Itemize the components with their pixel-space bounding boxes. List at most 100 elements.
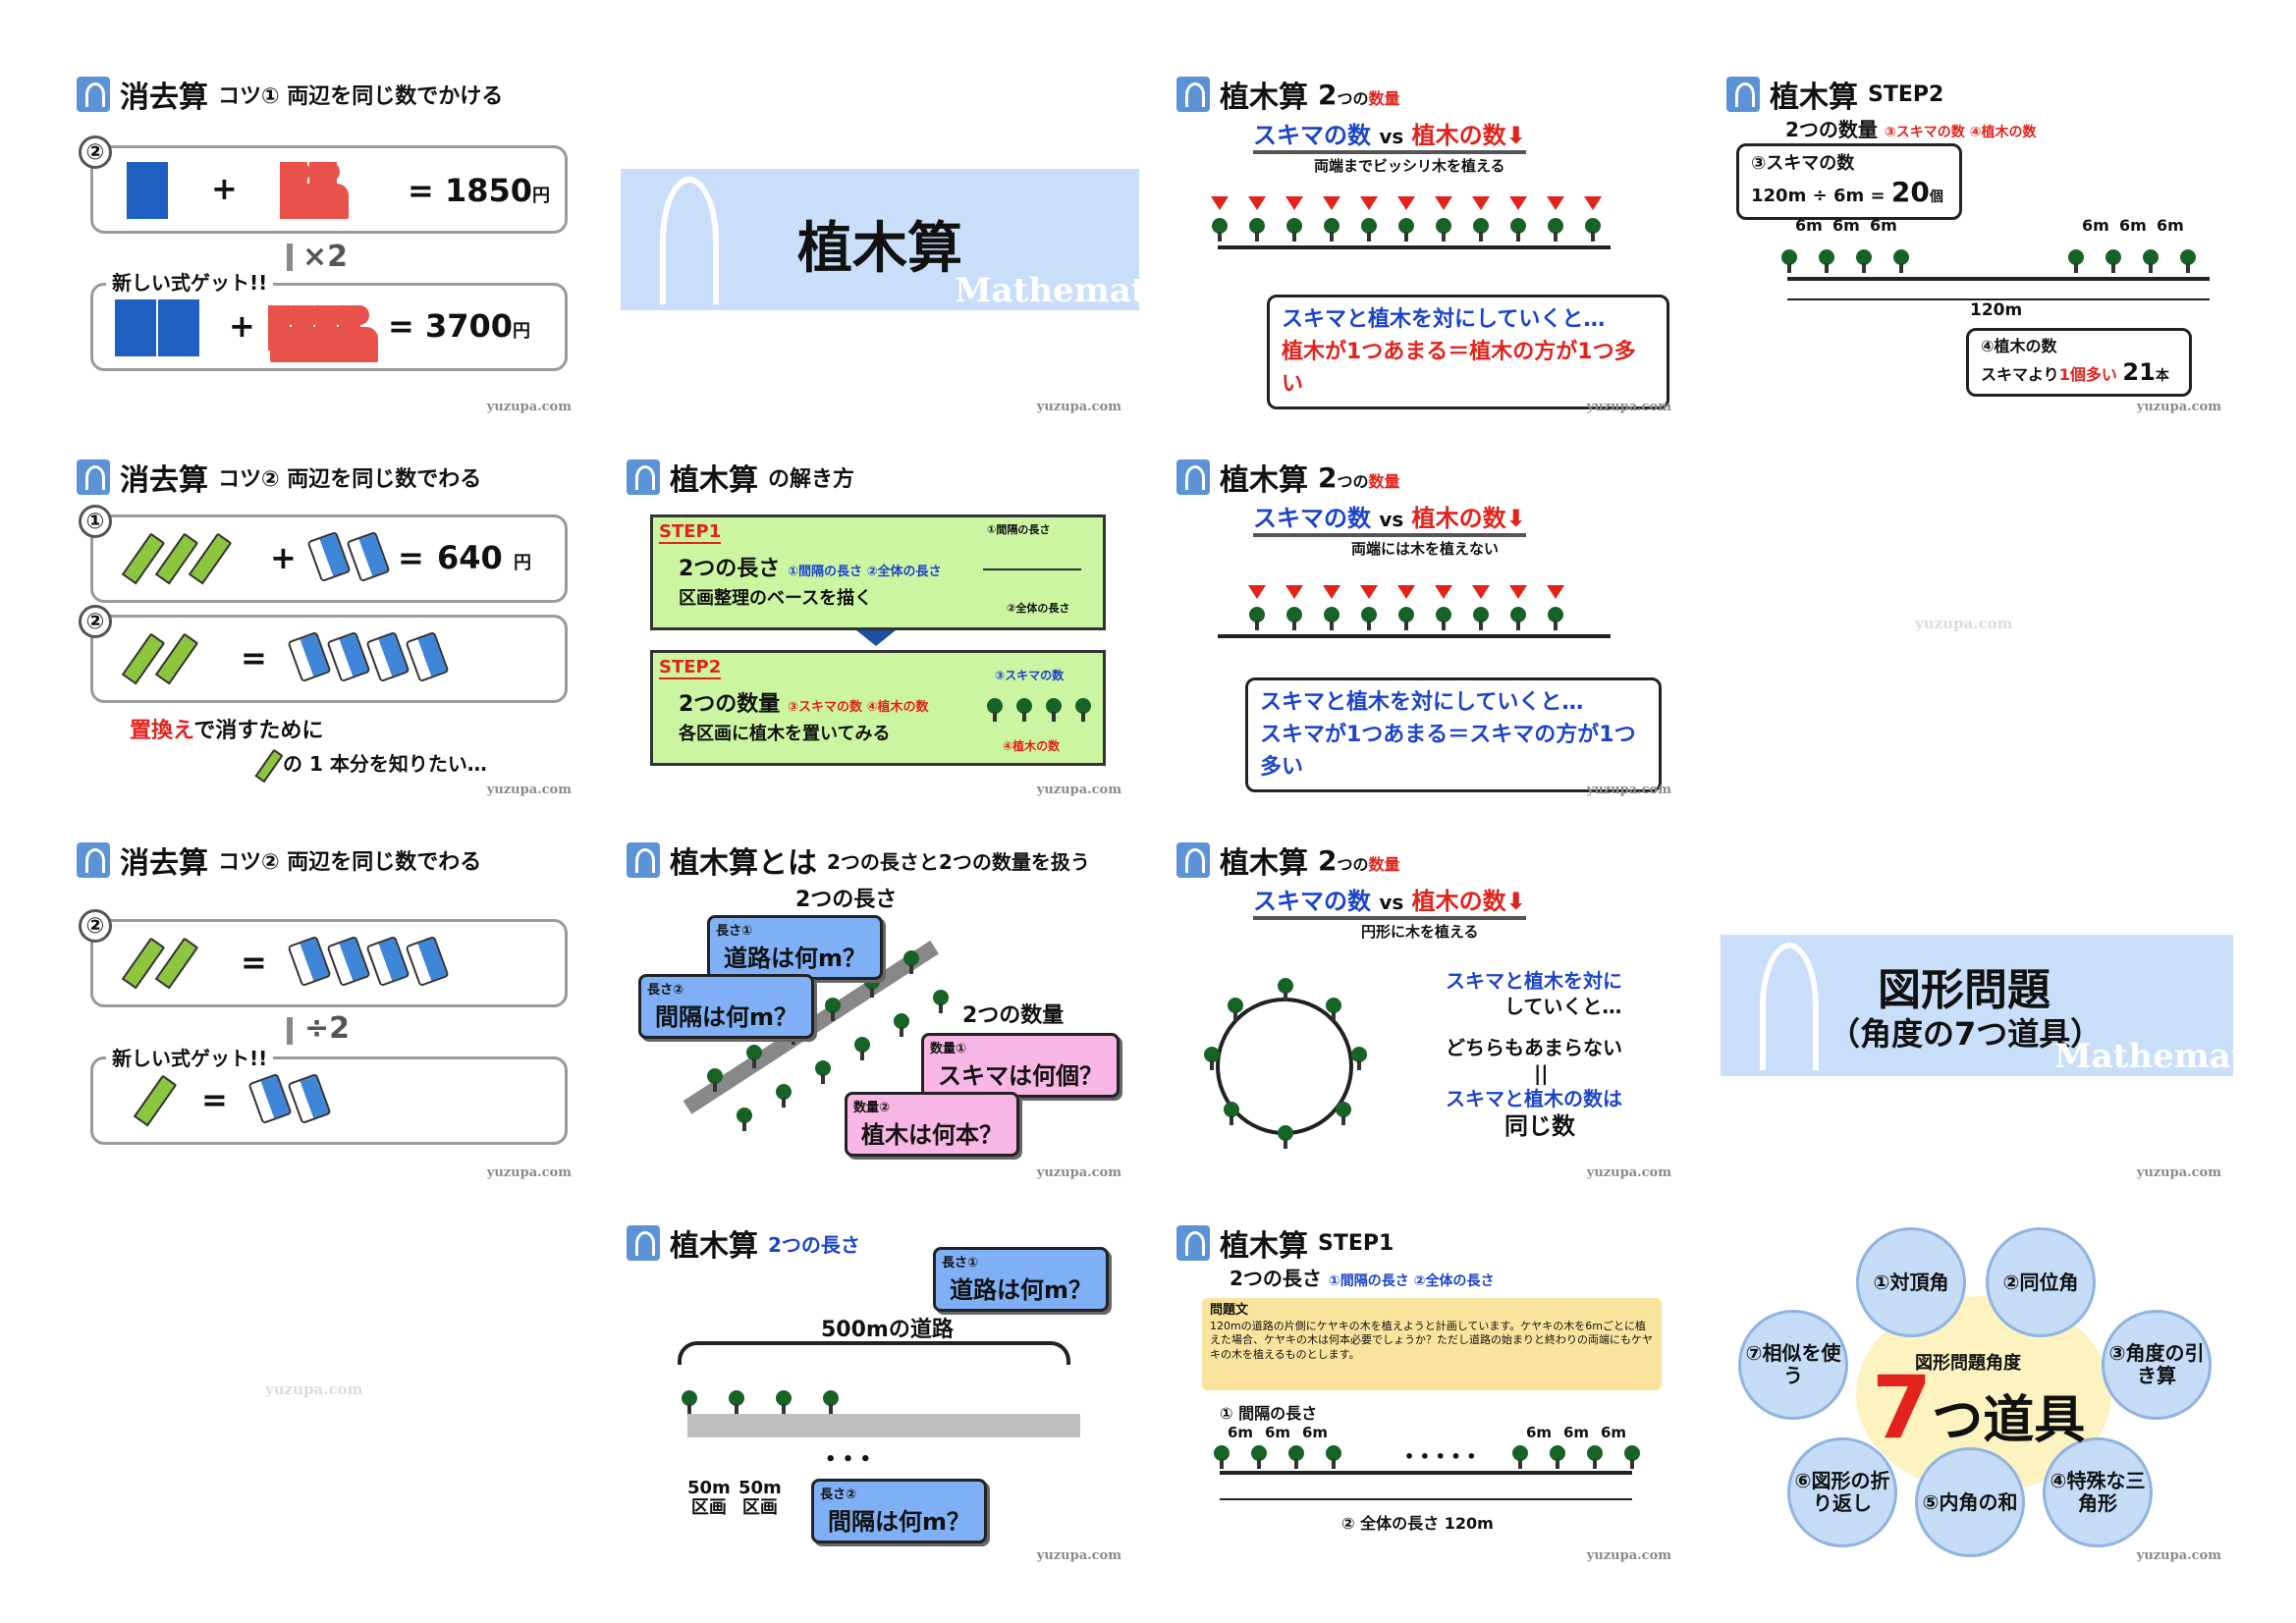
subtitle-text: つの	[1337, 854, 1369, 874]
road-line	[1220, 1471, 1632, 1475]
title-banner: 図形問題 （角度の7つ道具） Mathemat	[1721, 935, 2239, 1076]
step1-label: STEP1	[659, 521, 722, 544]
red-arrow-icon	[1584, 196, 1602, 210]
equals-sign: =	[241, 639, 267, 676]
person-blue-icon	[127, 162, 170, 227]
red-arrow-icon	[1435, 196, 1452, 210]
slide-subtitle: 2つの長さ	[768, 1232, 860, 1257]
slide-elimination-1: 消去算 コツ① 両辺を同じ数でかける + = 1850円 ② ×2 + = 37…	[59, 59, 589, 422]
tree-icon	[1336, 1102, 1351, 1127]
tree-icon	[854, 1037, 870, 1062]
tree-label: ④植木の数	[1003, 739, 1061, 753]
watermark: yuzupa.com	[1036, 783, 1121, 797]
subtitle-num: 2	[1318, 78, 1338, 111]
tree-icon	[1286, 218, 1302, 243]
lengths-label: 2つの長さ	[795, 888, 898, 912]
tree-icon	[1436, 218, 1451, 243]
red-arrow-icon	[1323, 585, 1340, 599]
tool-interior-angle-sum: ⑤内角の和	[1915, 1447, 2025, 1557]
logo-icon	[77, 842, 110, 878]
tree-icon	[1278, 1125, 1293, 1151]
total-length-line	[1220, 1498, 1632, 1500]
equals-sign: =	[398, 539, 424, 576]
watermark: yuzupa.com	[2136, 1165, 2221, 1180]
tree-icon	[894, 1013, 909, 1039]
step2-heading: 2つの数量 ③スキマの数 ④植木の数	[679, 692, 929, 717]
tree-icon	[2143, 249, 2159, 275]
vs-heading: スキマの数 vs 植木の数⬇	[1253, 499, 1526, 537]
watermark: yuzupa.com	[486, 1165, 572, 1180]
tree-icon	[1326, 1445, 1341, 1471]
watermark: yuzupa.com	[486, 400, 572, 414]
tree-icon	[1398, 218, 1414, 243]
logo-icon	[627, 460, 660, 495]
segment-label: 6m	[1563, 1424, 1590, 1441]
slide-empty: yuzupa.com	[1709, 442, 2239, 805]
slide-header: 植木算 2つの長さ	[627, 1221, 860, 1265]
plus-sign: +	[211, 170, 238, 207]
tree-icon	[1587, 1445, 1603, 1471]
red-arrow-icon	[1211, 196, 1229, 210]
pencil-icon	[133, 1074, 178, 1127]
step2-desc: 各区画に植木を置いてみる	[679, 724, 891, 744]
slide-header: 植木算 STEP2	[1726, 73, 1943, 116]
slide-header: 植木算とは 2つの長さと2つの数量を扱う	[627, 839, 1090, 882]
tree-icon	[2180, 249, 2196, 275]
watermark: yuzupa.com	[1036, 1165, 1121, 1180]
slide-subtitle: の解き方	[768, 467, 855, 492]
equation-box-1: =	[90, 919, 568, 1007]
subtitle-red: 数量	[1368, 854, 1400, 874]
tree-icon	[2068, 249, 2084, 275]
tool-special-triangle: ④特殊な三角形	[2043, 1437, 2153, 1547]
slide-header: 植木算 の解き方	[627, 456, 854, 499]
road-label: 500mの道路	[821, 1318, 954, 1342]
segment-label: 6m	[1601, 1424, 1627, 1441]
road-line	[1218, 245, 1611, 249]
red-arrow-icon	[1285, 585, 1303, 599]
brace	[678, 1341, 1070, 1365]
segment-label: 6m	[2119, 216, 2147, 235]
logo-icon	[1176, 77, 1210, 112]
tree-icon	[1075, 698, 1091, 724]
tool-corresponding-angle: ②同位角	[1986, 1227, 2096, 1337]
red-arrow-icon	[1397, 196, 1415, 210]
slide-ueki-both-ends: 植木算 2つの数量 スキマの数 vs 植木の数⬇ 両端までビッシリ木を植える ス…	[1159, 59, 1689, 422]
problem-box: 問題文 120mの道路の片側にケヤキの木を植えようと計画しています。ケヤキの木を…	[1202, 1298, 1662, 1390]
slide-header: 消去算 コツ② 両辺を同じ数でわる	[77, 456, 481, 499]
tree-icon	[1046, 698, 1062, 724]
logo-icon	[1176, 842, 1210, 878]
slide-title: 植木算	[1220, 1229, 1308, 1264]
erasers-icon	[306, 530, 391, 583]
segment-label: 6m	[1795, 216, 1823, 235]
circle-number: ①	[79, 505, 112, 538]
step1-heading: 2つの長さ ①間隔の長さ ②全体の長さ	[679, 557, 942, 581]
red-arrow-icon	[1285, 196, 1303, 210]
step-subtitle: 2つの数量 ③スキマの数 ④植木の数	[1785, 118, 2037, 141]
tool-angle-subtraction: ③角度の引き算	[2102, 1310, 2212, 1420]
road	[687, 1414, 1080, 1437]
subtitle-red: 数量	[1368, 471, 1400, 491]
tree-icon	[1326, 998, 1341, 1023]
tree-icon	[1251, 1445, 1267, 1471]
tree-icon	[1585, 218, 1601, 243]
multiply-label: ×2	[302, 240, 349, 274]
down-arrow-icon	[287, 1017, 293, 1045]
logo-icon	[627, 842, 660, 878]
subtitle-num: 2	[1318, 843, 1338, 877]
tree-count-box: ④植木の数 スキマより1個多い 21本	[1966, 328, 2192, 397]
equation-box-2: + = 3700円	[90, 283, 568, 371]
tree-icon	[1249, 607, 1265, 632]
vs-heading: スキマの数 vs 植木の数⬇	[1253, 882, 1526, 920]
equation-box-1: + = 640 円	[90, 514, 568, 603]
road-line	[1787, 277, 2210, 281]
red-arrow-icon	[1397, 585, 1415, 599]
tree-icon	[1398, 607, 1414, 632]
plus-sign: +	[229, 307, 255, 345]
tree-icon	[776, 1390, 792, 1416]
total-label: ②全体の長さ	[1007, 602, 1070, 615]
step-subtitle: 2つの長さ ①間隔の長さ ②全体の長さ	[1230, 1267, 1495, 1290]
total-length-label: ② 全体の長さ 120m	[1341, 1514, 1494, 1533]
tree-icon	[1361, 218, 1377, 243]
